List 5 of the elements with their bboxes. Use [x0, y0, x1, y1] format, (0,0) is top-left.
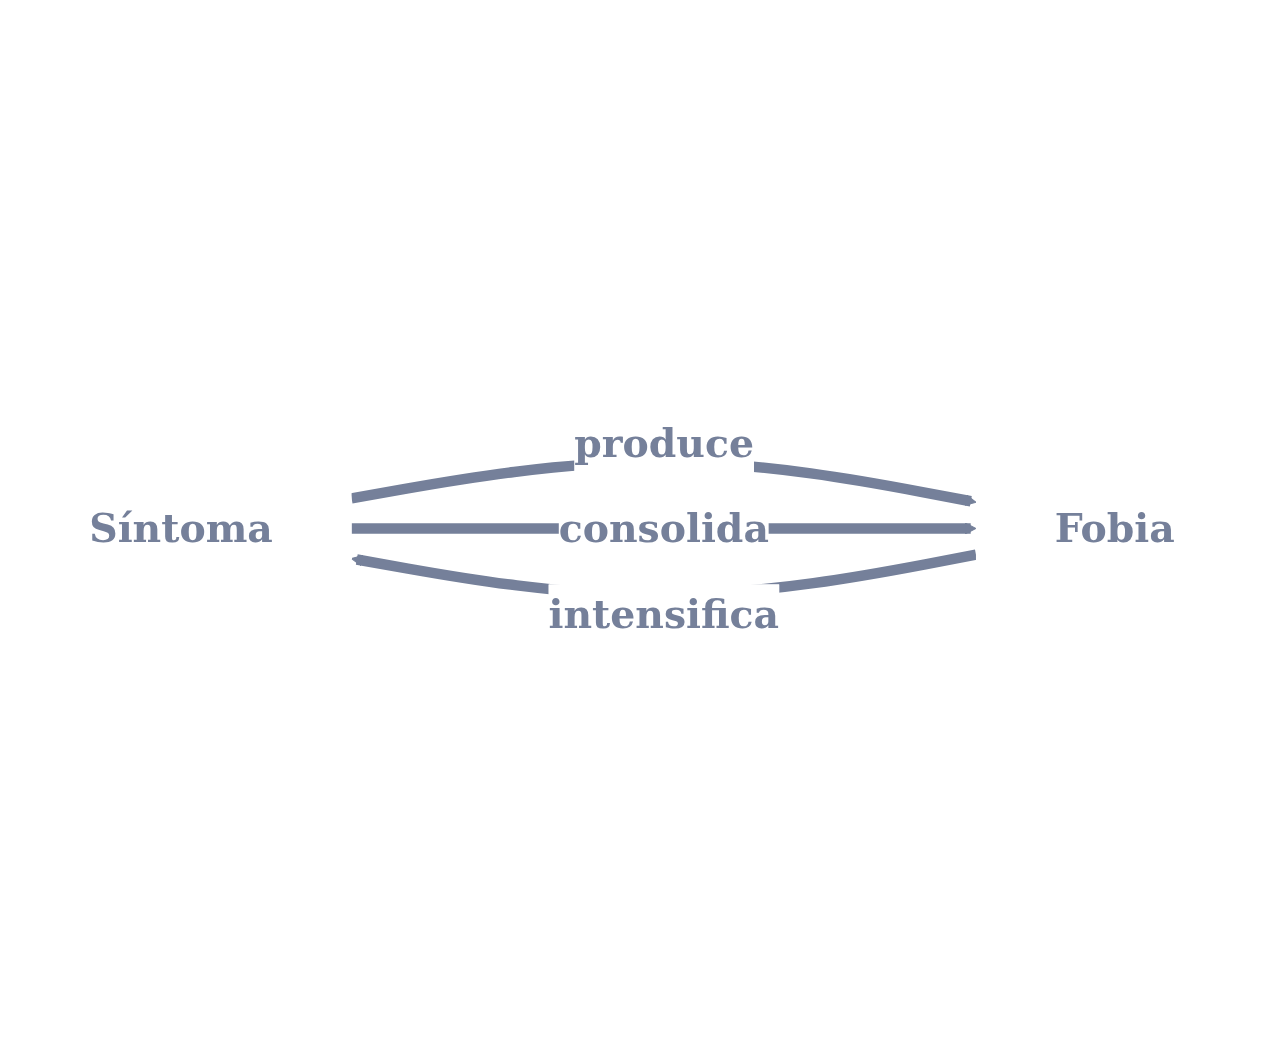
edge-label: produce — [574, 420, 754, 467]
node-text: Fobia — [1054, 505, 1175, 552]
edge-label: intensifica — [548, 590, 780, 637]
edge-label: consolida — [558, 505, 769, 552]
node-text: Síntoma — [89, 505, 273, 552]
